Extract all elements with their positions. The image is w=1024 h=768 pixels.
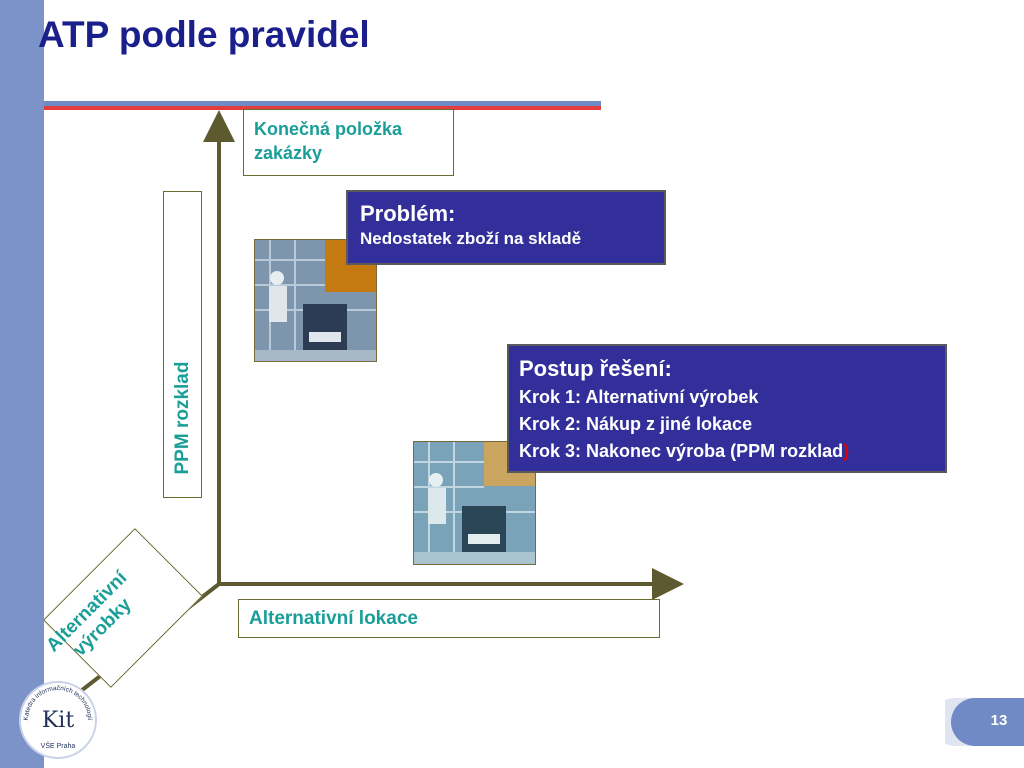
- solution-step-1: Krok 1: Alternativní výrobek: [519, 387, 759, 407]
- ppm-label: PPM rozklad: [172, 361, 193, 475]
- solution-step-3-text: Krok 3: Nakonec výroba (PPM rozklad: [519, 441, 844, 461]
- logo-initials: Kit: [42, 708, 74, 733]
- kit-logo: Kit Katedra informačních technologií VŠE…: [19, 681, 97, 759]
- solution-step-2: Krok 2: Nákup z jiné lokace: [519, 414, 753, 434]
- problem-title: Problém:: [360, 201, 456, 226]
- warehouse-photo-2: [413, 441, 536, 565]
- title-underline-red: [44, 106, 601, 110]
- solution-step-3: Krok 3: Nakonec výroba (PPM rozklad): [519, 438, 935, 465]
- slide-title: ATP podle pravidel: [38, 14, 370, 55]
- final-item-label-box: Konečná položka zakázky: [243, 109, 454, 176]
- problem-box: Problém: Nedostatek zboží na skladě: [346, 190, 666, 265]
- solution-step-3-paren: ): [843, 441, 850, 461]
- logo-bottom-text: VŠE Praha: [41, 741, 76, 750]
- solution-title: Postup řešení:: [519, 356, 672, 381]
- page-number-badge: [945, 698, 1024, 746]
- alternative-location-label-box: Alternativní lokace: [238, 599, 660, 638]
- title-underline-blue: [44, 101, 601, 106]
- warehouse-photo-2-image: [414, 442, 535, 564]
- page-number-container: 13: [945, 698, 1024, 746]
- problem-text: Nedostatek zboží na skladě: [360, 229, 582, 248]
- page-number: 13: [990, 712, 1008, 729]
- left-accent-bar: [0, 0, 44, 768]
- solution-box: Postup řešení: Krok 1: Alternativní výro…: [507, 344, 947, 473]
- ppm-label-box: [163, 191, 202, 498]
